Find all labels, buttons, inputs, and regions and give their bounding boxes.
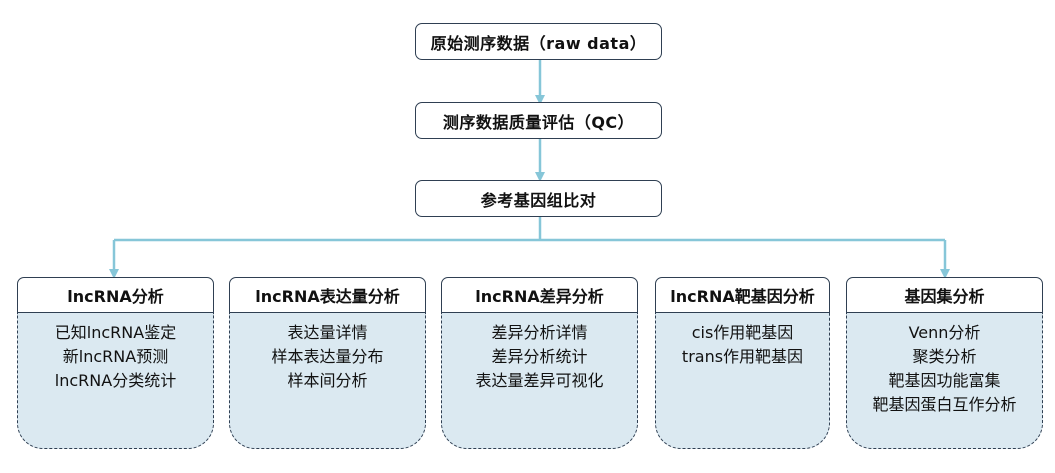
module-item: 差异分析详情 [491, 323, 588, 342]
module-title: 基因集分析 [846, 277, 1043, 313]
module-item: 靶基因功能富集 [888, 371, 1001, 390]
module-item: cis作用靶基因 [691, 323, 794, 342]
module-title: lncRNA差异分析 [441, 277, 638, 313]
module-items: 表达量详情 样本表达量分布 样本间分析 [229, 313, 426, 449]
module-title: lncRNA靶基因分析 [655, 277, 830, 313]
module-lncrna-analysis: lncRNA分析 已知lncRNA鉴定 新lncRNA预测 lncRNA分类统计 [17, 277, 214, 449]
module-item: 新lncRNA预测 [62, 347, 169, 366]
module-item: 已知lncRNA鉴定 [54, 323, 177, 342]
module-title: lncRNA分析 [17, 277, 214, 313]
module-items: 已知lncRNA鉴定 新lncRNA预测 lncRNA分类统计 [17, 313, 214, 449]
module-item: 样本间分析 [287, 371, 368, 390]
flow-step-genome-alignment: 参考基因组比对 [415, 180, 662, 217]
module-items: 差异分析详情 差异分析统计 表达量差异可视化 [441, 313, 638, 449]
flow-step-qc: 测序数据质量评估（QC） [415, 102, 662, 139]
module-items: Venn分析 聚类分析 靶基因功能富集 靶基因蛋白互作分析 [846, 313, 1043, 449]
flow-step-raw-data: 原始测序数据（raw data） [415, 23, 662, 60]
module-item: 表达量差异可视化 [475, 371, 604, 390]
module-lncrna-differential: lncRNA差异分析 差异分析详情 差异分析统计 表达量差异可视化 [441, 277, 638, 449]
module-item: lncRNA分类统计 [54, 371, 177, 390]
module-item: 样本表达量分布 [271, 347, 384, 366]
module-lncrna-expression: lncRNA表达量分析 表达量详情 样本表达量分布 样本间分析 [229, 277, 426, 449]
module-item: 靶基因蛋白互作分析 [872, 395, 1017, 414]
module-title: lncRNA表达量分析 [229, 277, 426, 313]
module-item: 表达量详情 [287, 323, 368, 342]
module-item: 聚类分析 [912, 347, 977, 366]
module-item: Venn分析 [908, 323, 981, 342]
module-item: 差异分析统计 [491, 347, 588, 366]
module-lncrna-target-genes: lncRNA靶基因分析 cis作用靶基因 trans作用靶基因 [655, 277, 830, 449]
module-gene-set-analysis: 基因集分析 Venn分析 聚类分析 靶基因功能富集 靶基因蛋白互作分析 [846, 277, 1043, 449]
module-items: cis作用靶基因 trans作用靶基因 [655, 313, 830, 449]
module-item: trans作用靶基因 [681, 347, 804, 366]
